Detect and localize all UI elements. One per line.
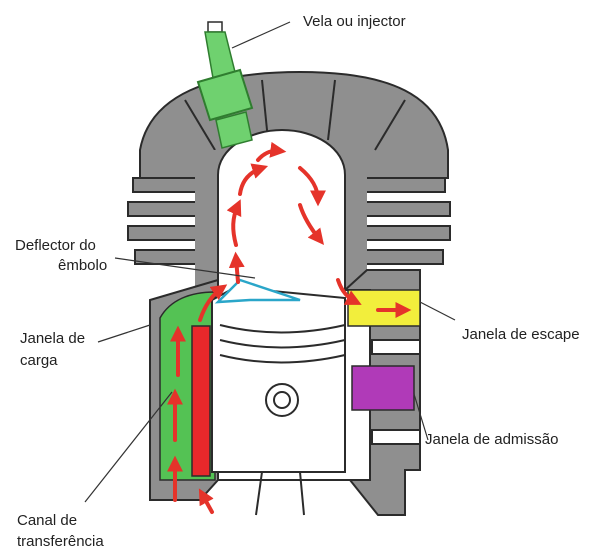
label-intake-port-line2: carga [20, 352, 58, 369]
flow-arrow [236, 258, 238, 282]
label-deflector-line1: Deflector do [15, 237, 96, 254]
leader-exhaust-port [420, 302, 455, 320]
wrist-pin-inner [274, 392, 290, 408]
leader-spark-plug [232, 22, 290, 48]
spark-plug-insulator [205, 32, 235, 78]
leader-intake-port [98, 325, 150, 342]
port-slot [372, 340, 420, 354]
transfer-channel-wall [192, 326, 210, 476]
label-intake-port-line1: Janela de [20, 330, 85, 347]
label-transfer-line2: transferência [17, 533, 104, 550]
port-slot [372, 430, 420, 444]
label-exhaust-port: Janela de escape [462, 326, 580, 343]
label-deflector: Deflector do êmbolo [15, 237, 107, 274]
cylinder-wall-left [195, 150, 218, 290]
label-intake-port: Janela de carga [20, 330, 89, 369]
label-spark-plug: Vela ou injector [303, 13, 406, 30]
label-transfer-line1: Canal de [17, 512, 77, 529]
flow-arrow [202, 494, 212, 512]
admission-port [352, 366, 414, 410]
label-transfer-channel: Canal de transferência [17, 512, 104, 550]
piston-body [212, 282, 345, 472]
spark-plug-terminal [208, 22, 222, 32]
label-admission-port: Janela de admissão [425, 431, 558, 448]
label-deflector-line2: êmbolo [58, 257, 107, 274]
cylinder-wall-right [345, 150, 367, 290]
